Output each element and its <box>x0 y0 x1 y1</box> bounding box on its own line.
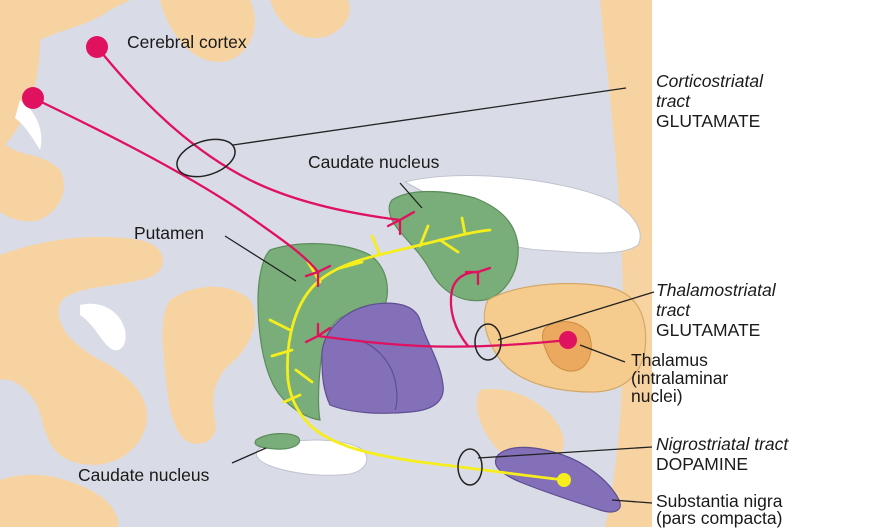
label-nigrostriatal-tract: Nigrostriatal tract <box>656 435 788 454</box>
label-thalamus-nuclei: nuclei) <box>631 387 683 406</box>
label-corticostriatal-tract: tract <box>656 92 690 111</box>
label-substantia-nigra-pars: (pars compacta) <box>656 509 782 528</box>
label-corticostriatal-neurotransmitter: GLUTAMATE <box>656 112 760 131</box>
label-cerebral-cortex: Cerebral cortex <box>127 33 247 52</box>
label-caudate-nucleus-upper: Caudate nucleus <box>308 153 439 172</box>
label-thalamostriatal-tract: tract <box>656 301 690 320</box>
substantia-nigra-neuron <box>557 473 571 487</box>
label-thalamostriatal-neurotransmitter: GLUTAMATE <box>656 321 760 340</box>
label-caudate-nucleus-lower: Caudate nucleus <box>78 466 209 485</box>
cortex-neuron-lower <box>22 87 44 109</box>
cortex-neuron-upper <box>86 36 108 58</box>
label-putamen: Putamen <box>134 224 204 243</box>
label-nigrostriatal-neurotransmitter: DOPAMINE <box>656 455 748 474</box>
label-thalamostriatal-name: Thalamostriatal <box>656 281 776 300</box>
label-corticostriatal-name: Corticostriatal <box>656 72 763 91</box>
thalamus-neuron <box>559 331 577 349</box>
